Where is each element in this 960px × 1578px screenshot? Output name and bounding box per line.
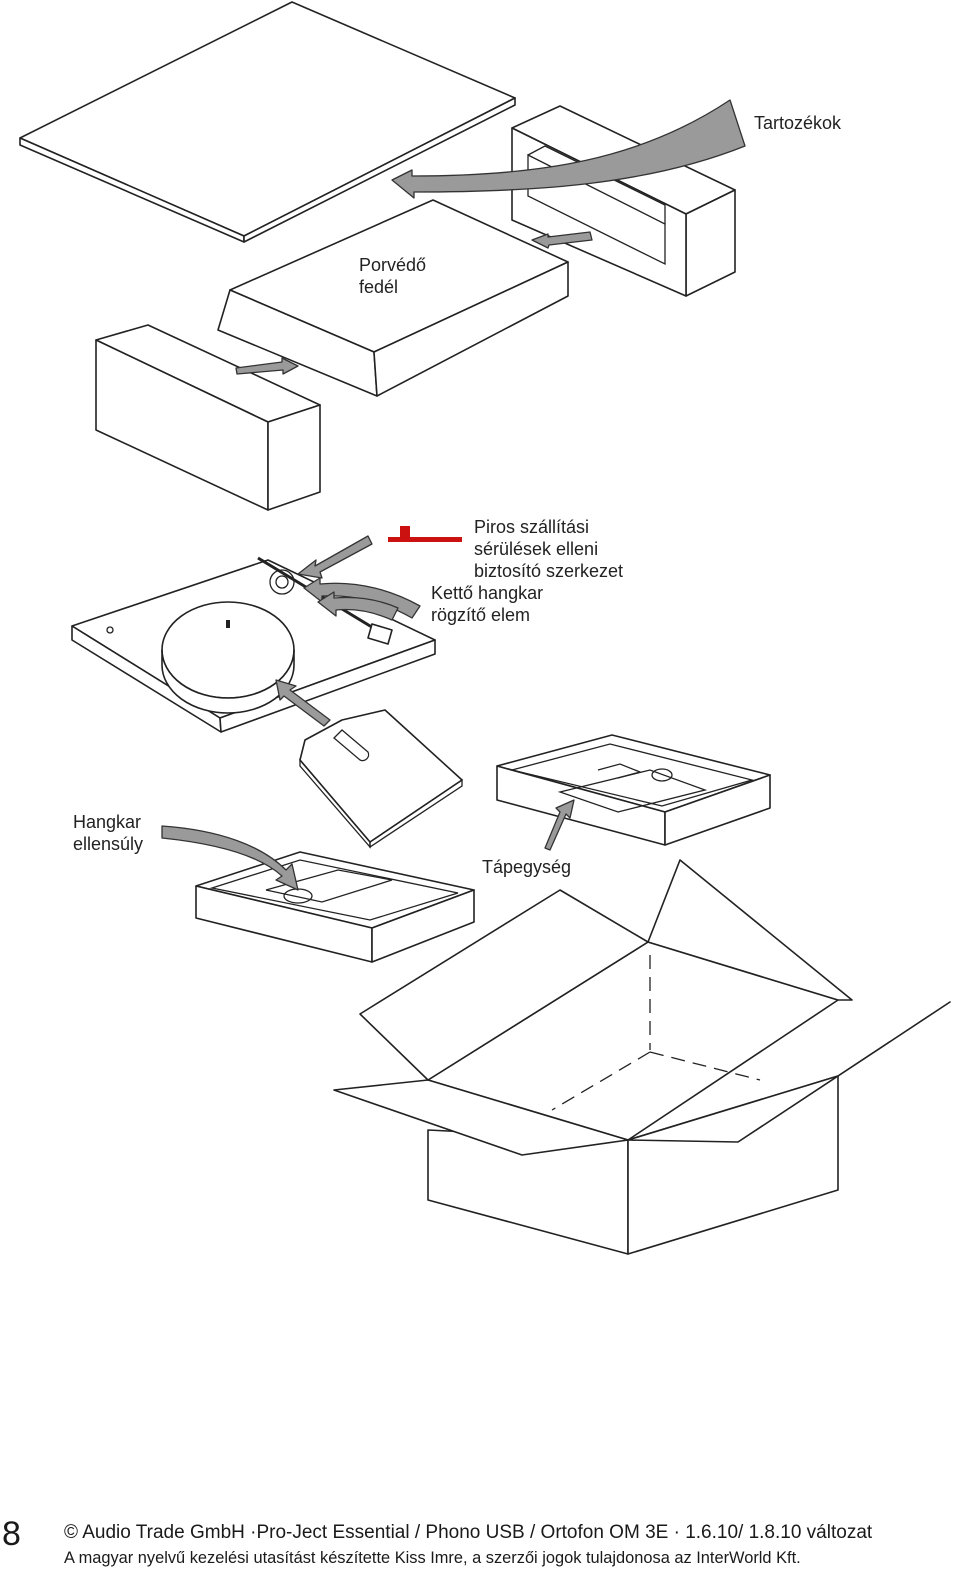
- red-lock-arrow: [297, 535, 373, 579]
- label-counterweight-1: Hangkar: [73, 812, 141, 832]
- label-tonearm-holder-2: rögzítő elem: [431, 605, 530, 625]
- label-dust-cover-1: Porvédő: [359, 255, 426, 275]
- foam-block-left: [95, 324, 321, 511]
- label-power-supply: Tápegység: [482, 857, 571, 877]
- label-dust-cover-2: fedél: [359, 277, 398, 297]
- small-arrow-dust-cover: [235, 357, 299, 375]
- turntable: [71, 556, 436, 733]
- accessories-arrow: [391, 99, 746, 199]
- dust-cover: [217, 199, 569, 397]
- label-red-lock-2: sérülések elleni: [474, 539, 598, 559]
- label-tonearm-holder-1: Kettő hangkar: [431, 583, 543, 603]
- counterweight-arrow: [161, 825, 299, 891]
- small-arrow-accessories: [531, 231, 593, 249]
- top-cover-board: [19, 1, 516, 243]
- counterweight-tray: [195, 851, 475, 963]
- label-red-lock-1: Piros szállítási: [474, 517, 589, 537]
- tonearm-holder-arrow-2: [317, 591, 399, 621]
- footer-copyright: © Audio Trade GmbH ·Pro-Ject Essential /…: [64, 1522, 873, 1543]
- power-supply-tray: [496, 734, 771, 846]
- label-counterweight-2: ellensúly: [73, 834, 143, 854]
- shipping-carton: [333, 859, 951, 1255]
- power-supply-arrow: [544, 799, 575, 851]
- packing-diagram: Tartozékok Porvédő fedél Piros szállítás…: [19, 1, 951, 1255]
- label-red-lock-3: biztosító szerkezet: [474, 561, 623, 581]
- platter-mat: [299, 709, 463, 849]
- red-transport-lock: [388, 526, 462, 542]
- page-number: 8: [2, 1515, 21, 1553]
- footer-translator-note: A magyar nyelvű kezelési utasítást készí…: [64, 1549, 801, 1567]
- platter-arrow: [275, 679, 331, 727]
- label-accessories: Tartozékok: [754, 113, 842, 133]
